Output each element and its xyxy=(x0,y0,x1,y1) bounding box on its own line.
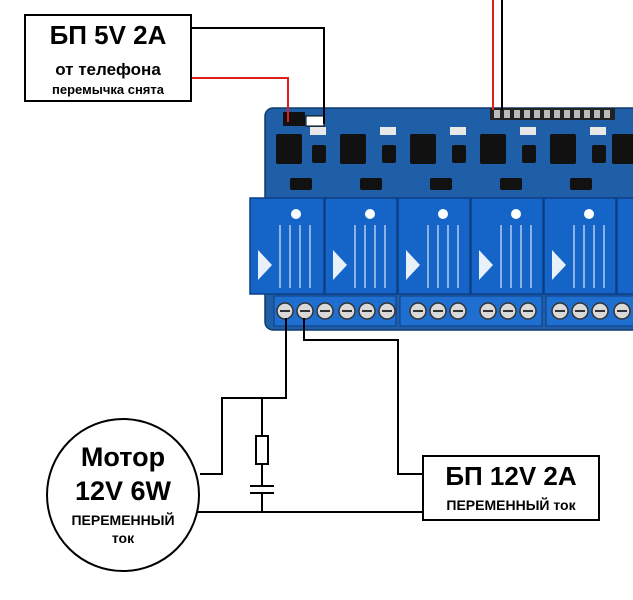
optocoupler xyxy=(340,134,366,164)
motor-current-type: ПЕРЕМЕННЫЙ xyxy=(71,512,175,528)
psu-5v-box: БП 5V 2A от телефона перемычка снята xyxy=(24,14,192,102)
relay xyxy=(324,197,398,295)
jumper-header xyxy=(283,112,305,126)
optocoupler xyxy=(550,134,576,164)
psu-5v-source: от телефона xyxy=(55,60,161,79)
wire-relay-to-motor xyxy=(200,318,287,475)
motor-title: Мотор xyxy=(80,442,166,472)
relay xyxy=(397,197,471,295)
optocoupler xyxy=(276,134,302,164)
psu-12v-current-upper: ПЕРЕМЕННЫЙ xyxy=(446,497,550,513)
relay xyxy=(543,197,617,295)
wire-snubber-top xyxy=(222,397,263,436)
header-pins xyxy=(490,108,615,120)
optocoupler xyxy=(410,134,436,164)
relay-board xyxy=(249,107,633,331)
psu-12v-current-type: ПЕРЕМЕННЫЙ ток xyxy=(424,497,598,513)
snubber-resistor xyxy=(255,435,269,465)
wires xyxy=(190,0,503,513)
snubber-capacitor xyxy=(250,485,274,494)
relay xyxy=(470,197,544,295)
optocoupler xyxy=(480,134,506,164)
optocoupler xyxy=(612,134,633,164)
motor-current-unit: ток xyxy=(111,530,135,546)
psu-12v-current-lower: ток xyxy=(553,497,576,513)
wire-relay-to-psu xyxy=(303,318,422,475)
psu-5v-jumper-note: перемычка снята xyxy=(52,82,164,97)
psu-5v-title: БП 5V 2A xyxy=(49,20,167,50)
wire-5v-vcc xyxy=(190,77,289,122)
psu-12v-box: БП 12V 2A ПЕРЕМЕННЫЙ ток xyxy=(422,455,600,521)
motor-rating: 12V 6W xyxy=(74,476,172,506)
relay xyxy=(249,197,325,295)
wire-5v-gnd xyxy=(190,27,325,124)
psu-12v-title: БП 12V 2A xyxy=(445,461,577,491)
motor-circle xyxy=(46,418,200,572)
relay xyxy=(616,197,633,295)
